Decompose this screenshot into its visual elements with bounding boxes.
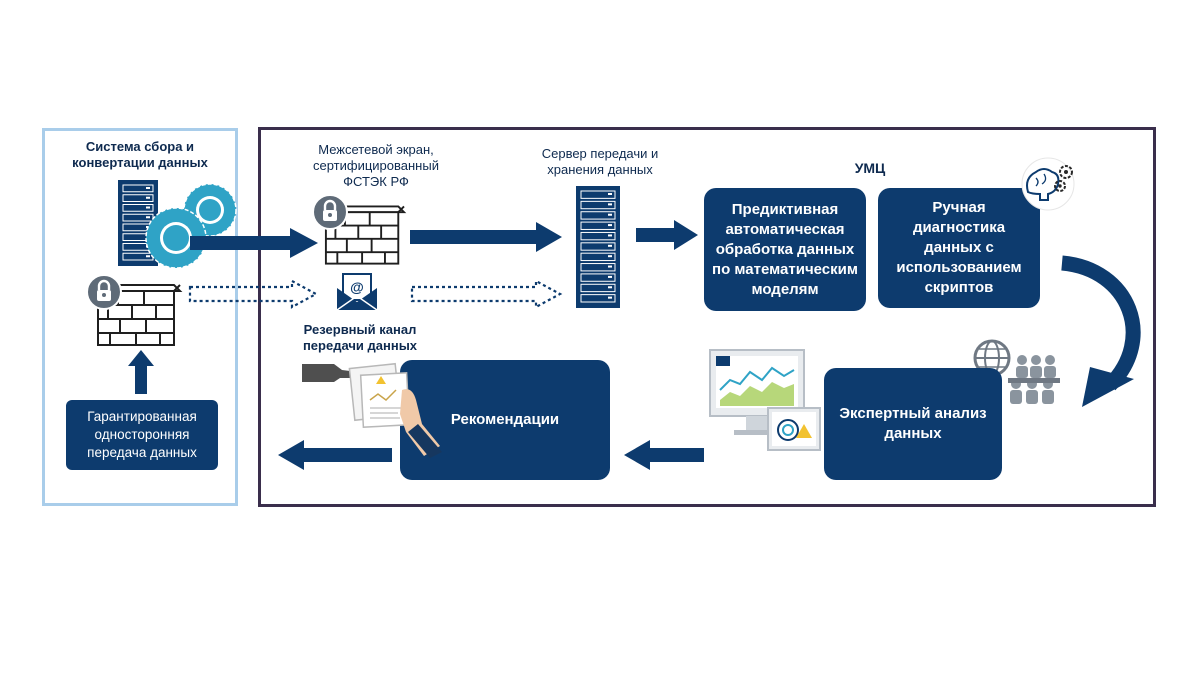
- manual-diagnostics-box: Ручная диагностика данных с использовани…: [878, 188, 1040, 308]
- server-rack-icon: [576, 186, 620, 308]
- main-panel-frame: [258, 127, 1156, 507]
- expert-analysis-box: Экспертный анализ данных: [824, 368, 1002, 480]
- dotted-arrow-backup-right: [410, 279, 563, 309]
- recommendations-box: Рекомендации: [400, 360, 610, 480]
- up-arrow: [128, 350, 154, 394]
- arrow-collection-to-firewall: [190, 228, 318, 258]
- documents-hands-icon: [302, 362, 442, 458]
- umc-label: УМЦ: [854, 160, 886, 176]
- arrow-expert-to-recommendations: [624, 440, 704, 470]
- left-panel-frame: [42, 128, 238, 506]
- server-label: Сервер передачи и хранения данных: [541, 146, 659, 177]
- svg-text:@: @: [350, 279, 364, 295]
- arrow-recommendations-to-left: [278, 440, 392, 470]
- collection-system-title: Система сбора и конвертации данных: [72, 139, 208, 170]
- curved-arrow-to-expert: [1061, 255, 1141, 407]
- firewall-label: Межсетевой экран, сертифицированный ФСТЭ…: [313, 142, 439, 189]
- predictive-processing-box: Предиктивная автоматическая обработка да…: [704, 188, 866, 311]
- dotted-arrow-backup-left: [188, 279, 319, 309]
- brain-gear-icon: [1021, 157, 1075, 211]
- lock-icon: [86, 274, 122, 310]
- backup-channel-label: Резервный канал передачи данных: [302, 322, 418, 353]
- monitor-dashboard-icon: [709, 349, 821, 451]
- one-way-transfer-box: Гарантированная односторонняя передача д…: [66, 400, 218, 470]
- gears-icon: [145, 183, 237, 269]
- email-envelope-icon: @: [336, 273, 378, 311]
- arrow-server-to-umc: [636, 220, 698, 250]
- lock-icon: [312, 194, 348, 230]
- arrow-firewall-to-server: [410, 222, 562, 252]
